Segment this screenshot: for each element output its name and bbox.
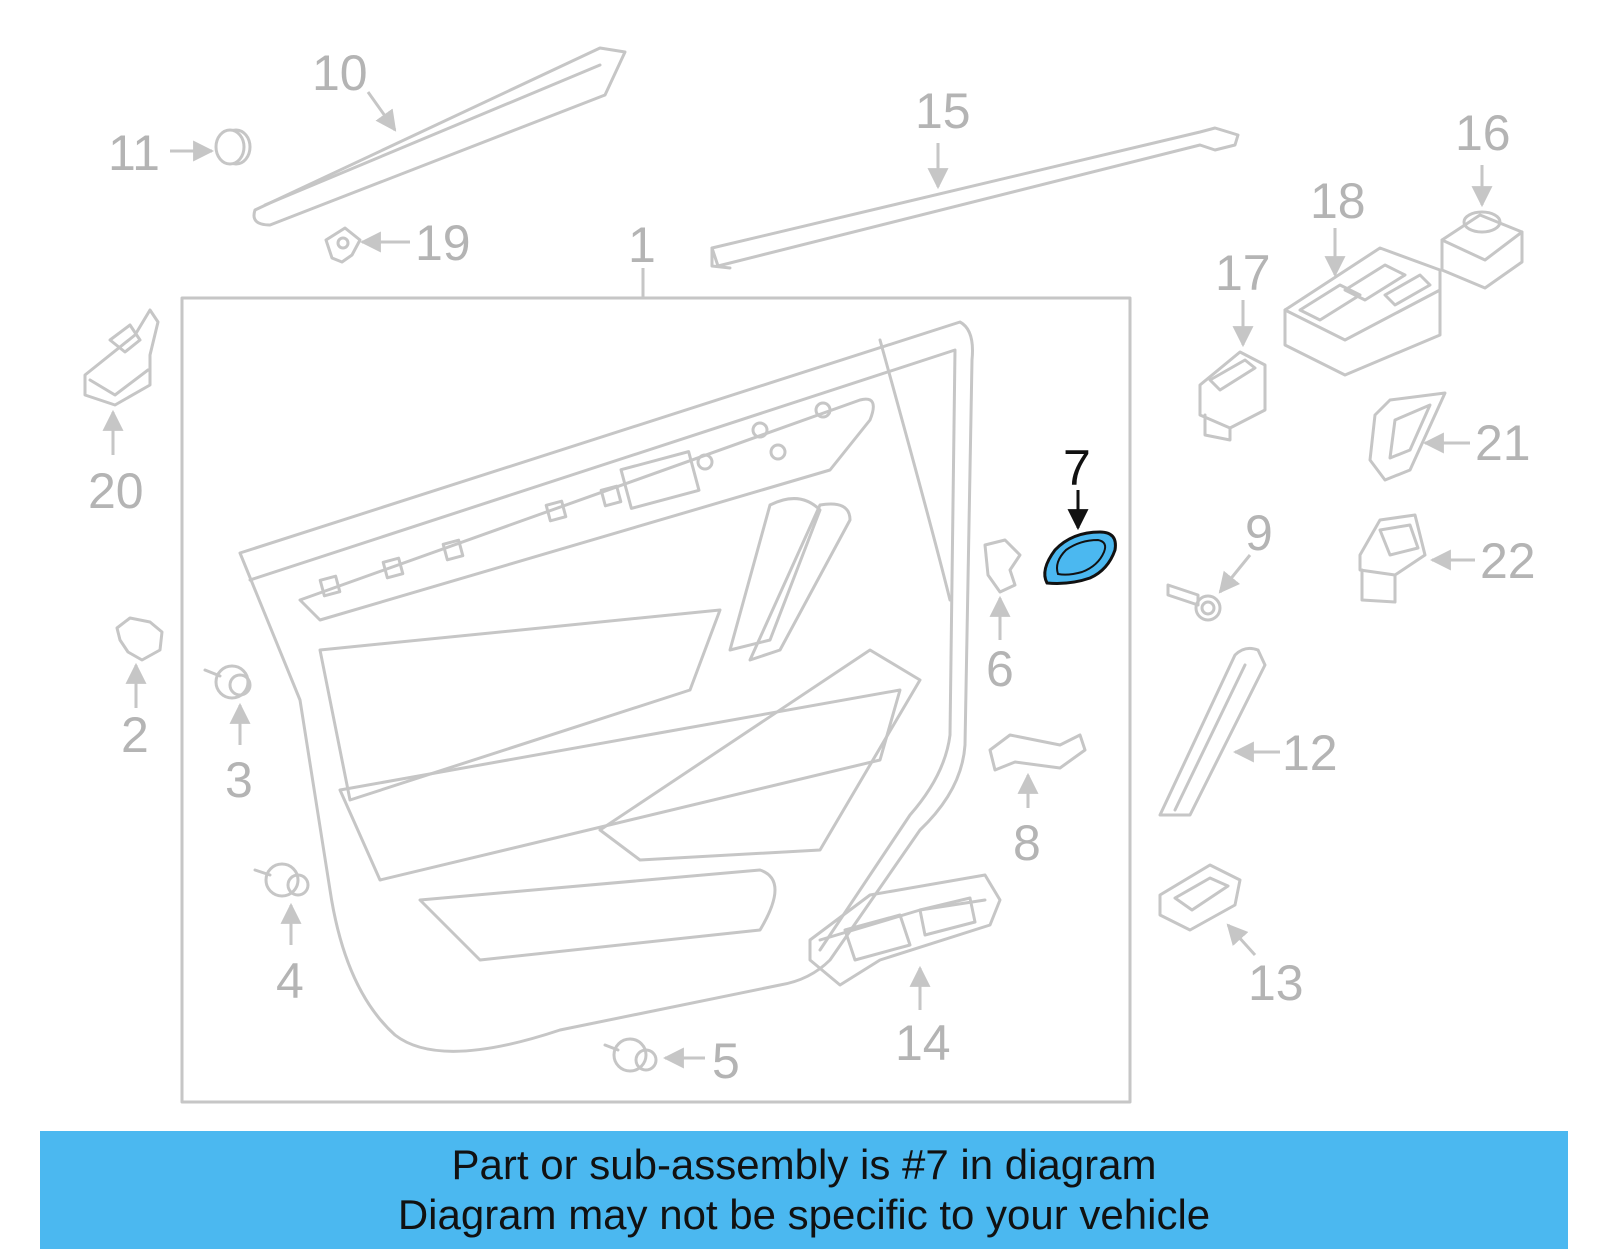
callout-3: 3 (225, 752, 253, 808)
callout-5: 5 (712, 1033, 740, 1089)
part-7-highlighted-bezel[interactable] (1043, 490, 1117, 585)
callout-22: 22 (1480, 533, 1536, 589)
part-5-push-pin (603, 1037, 705, 1073)
part-21-switch (1368, 391, 1470, 482)
part-11-grommet (170, 128, 252, 166)
callout-7: 7 (1063, 440, 1091, 496)
part-22-switch (1358, 513, 1475, 604)
part-10-trim-strip (252, 46, 627, 227)
callout-8: 8 (1013, 815, 1041, 871)
callout-19: 19 (415, 215, 471, 271)
callout-11: 11 (108, 125, 160, 181)
part-13-bezel (1158, 863, 1257, 957)
part-3-push-pin (203, 664, 252, 745)
part-9-screw (1166, 554, 1252, 622)
callout-12: 12 (1282, 725, 1338, 781)
info-banner: Part or sub-assembly is #7 in diagram Di… (40, 1131, 1568, 1249)
part-17-window-switch (1198, 300, 1267, 442)
callout-6: 6 (986, 641, 1014, 697)
part-15-weatherstrip (710, 126, 1240, 270)
banner-line-part: Part or sub-assembly is #7 in diagram (451, 1141, 1157, 1188)
callout-9: 9 (1245, 505, 1273, 561)
callout-2: 2 (121, 707, 149, 763)
part-12-pillar-trim (1158, 646, 1280, 817)
part-8-bracket (988, 733, 1087, 808)
callout-18: 18 (1310, 173, 1366, 229)
callout-17: 17 (1215, 245, 1271, 301)
part-19-clip (324, 226, 410, 264)
callout-4: 4 (276, 953, 304, 1009)
part-14-switch-housing (808, 873, 1002, 1010)
part-20-switch-bracket (83, 308, 160, 455)
callout-10: 10 (312, 45, 368, 101)
part-4-push-pin (253, 862, 310, 945)
part-18-master-window-switch (1283, 228, 1442, 377)
part-1-door-trim-panel (180, 268, 1132, 1104)
callout-20: 20 (88, 463, 144, 519)
callout-15: 15 (915, 83, 971, 139)
part-6-retainer (983, 538, 1022, 640)
callout-1: 1 (628, 217, 656, 273)
part-16-knob (1440, 165, 1524, 290)
part-2-clip (115, 616, 164, 708)
callout-13: 13 (1248, 955, 1304, 1011)
banner-line-disclaimer: Diagram may not be specific to your vehi… (397, 1191, 1211, 1238)
callout-21: 21 (1475, 415, 1531, 471)
callout-14: 14 (895, 1015, 951, 1071)
callout-16: 16 (1455, 105, 1511, 161)
